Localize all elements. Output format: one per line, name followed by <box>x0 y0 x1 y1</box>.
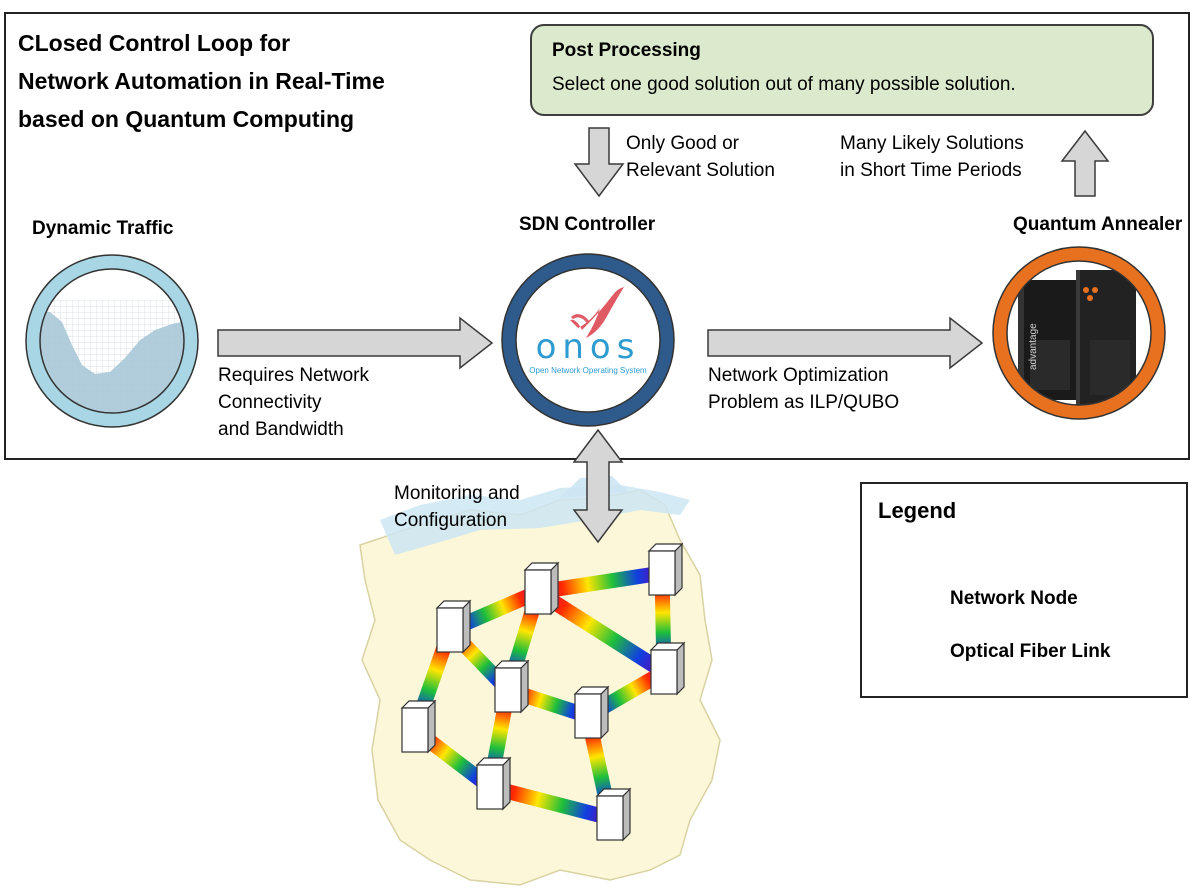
fiber-link-3 <box>533 585 669 679</box>
traffic-curve <box>40 310 184 413</box>
title-line-3: based on Quantum Computing <box>18 106 355 132</box>
quantum-annealer-label: Quantum Annealer <box>1013 214 1183 235</box>
post-processing-heading: Post Processing <box>552 40 701 61</box>
diagram-title: CLosed Control Loop for Network Automati… <box>18 24 385 138</box>
dwave-brand-area: advantage <box>1016 300 1076 380</box>
arrow-sdn-to-annealer <box>707 316 984 370</box>
legend-network-node-label: Network Node <box>950 588 1078 609</box>
dwave-computer-icon <box>1018 270 1136 405</box>
post-processing-text: Select one good solution out of many pos… <box>552 74 1016 95</box>
network-node-2 <box>435 599 472 654</box>
title-line-2: Network Automation in Real-Time <box>18 68 385 94</box>
network-nodes <box>400 542 686 842</box>
dynamic-traffic-label: Dynamic Traffic <box>32 218 174 239</box>
monitoring-configuration-label: Monitoring and Configuration <box>394 483 520 531</box>
network-node-5 <box>573 685 610 740</box>
post-processing-box: Post Processing Select one good solution… <box>530 24 1154 116</box>
arrow-up-to-post <box>1060 129 1110 197</box>
annealer-ring <box>993 247 1165 419</box>
requires-connectivity-label: Requires Network Connectivity and Bandwi… <box>218 365 369 440</box>
onos-bird-icon <box>570 287 624 338</box>
onos-wordmark: onos <box>535 327 641 367</box>
traffic-ring <box>26 255 198 427</box>
dwave-brand-text: advantage <box>1028 323 1039 370</box>
network-node-3 <box>649 641 686 696</box>
onos-logo: onos Open Network Operating System <box>525 330 651 375</box>
arrow-monitoring-bidirectional <box>572 428 624 544</box>
onos-tagline: Open Network Operating System <box>529 366 647 375</box>
arrow-down-to-sdn <box>573 127 625 198</box>
legend-title: Legend <box>878 498 957 523</box>
map-coastline-water <box>380 485 690 555</box>
down-arrow-label: Only Good or Relevant Solution <box>626 133 775 181</box>
fiber-link-12 <box>488 779 612 826</box>
optimization-problem-label: Network Optimization Problem as ILP/QUBO <box>708 365 900 413</box>
traffic-circle <box>25 254 199 428</box>
annealer-circle <box>992 246 1166 420</box>
network-node-4 <box>493 659 530 714</box>
network-node-0 <box>523 561 560 616</box>
network-node-1 <box>647 542 684 597</box>
network-node-8 <box>595 787 632 842</box>
network-node-7 <box>475 756 512 811</box>
legend-fiber-link-label: Optical Fiber Link <box>950 641 1111 662</box>
up-arrow-label: Many Likely Solutions in Short Time Peri… <box>840 133 1024 181</box>
fiber-link-0 <box>536 565 664 600</box>
sdn-circle <box>501 253 675 427</box>
arrow-traffic-to-sdn <box>217 316 494 370</box>
sdn-ring <box>502 254 674 426</box>
sdn-controller-label: SDN Controller <box>519 214 656 235</box>
network-node-6 <box>400 699 437 754</box>
legend-box: Legend Network Node Optical Fiber Link <box>860 482 1188 698</box>
title-line-1: CLosed Control Loop for <box>18 30 291 56</box>
